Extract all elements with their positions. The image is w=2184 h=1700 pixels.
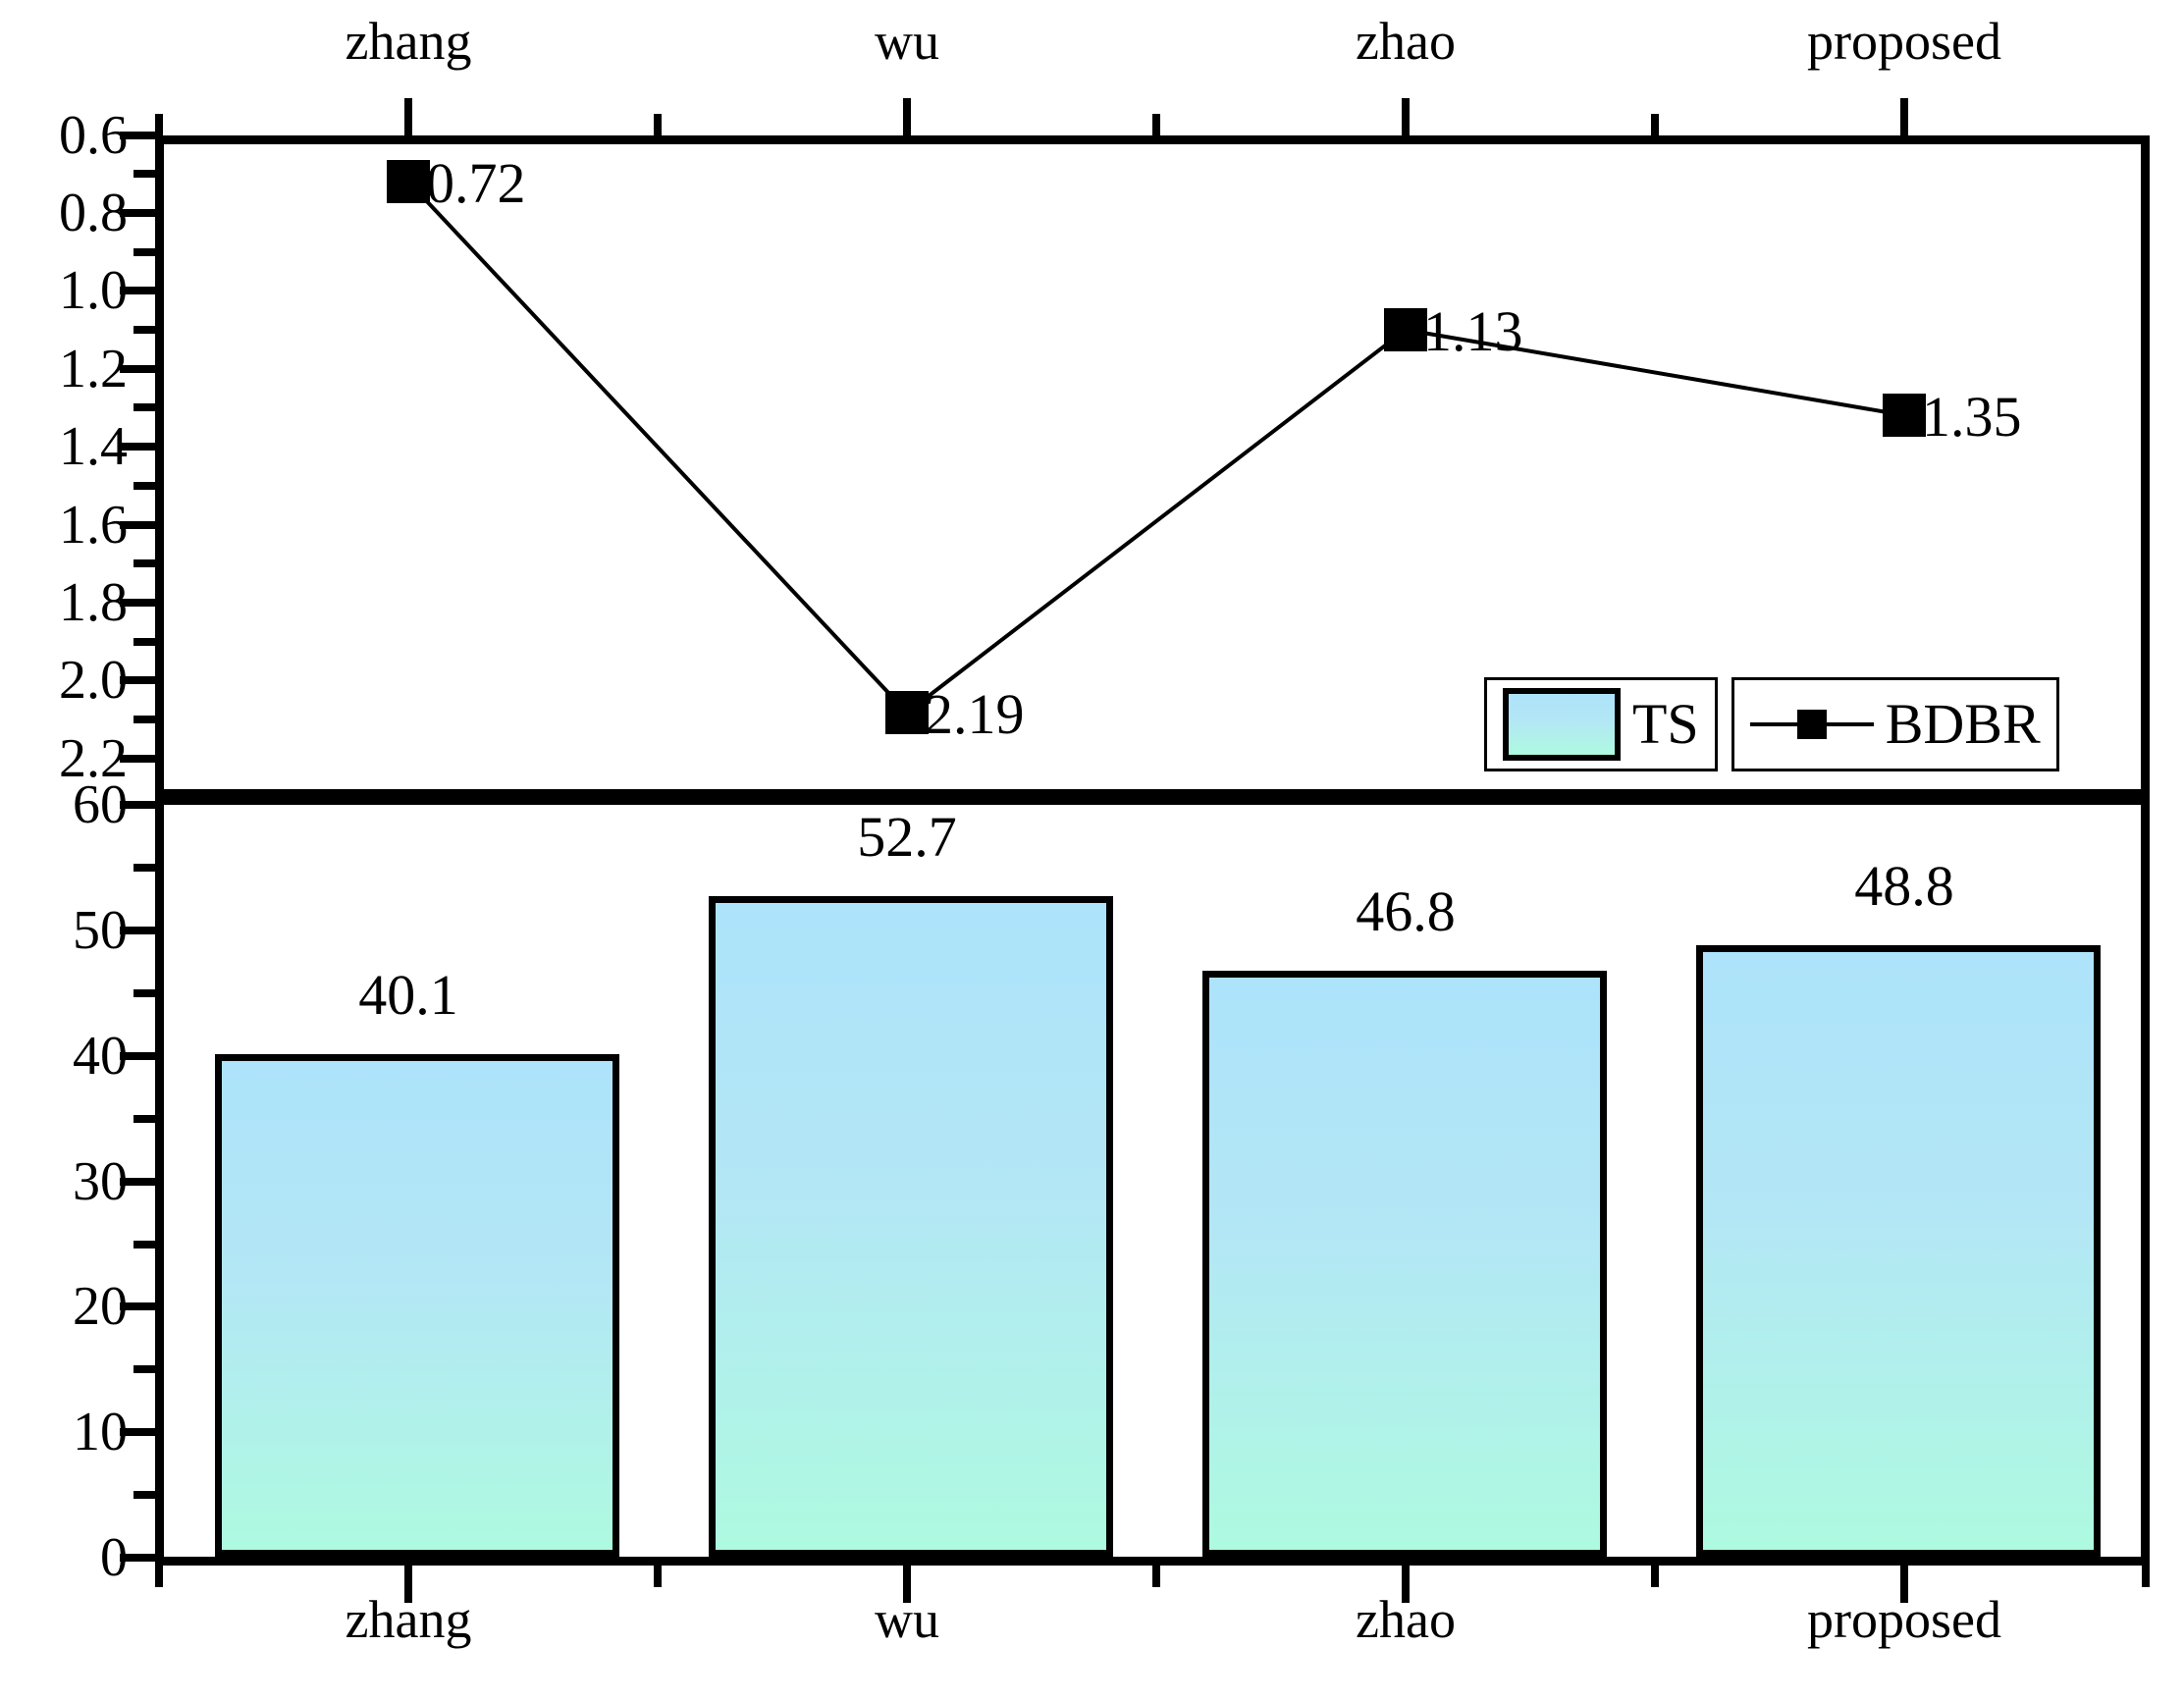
legend-entry-bdbr[interactable]: BDBR: [1731, 677, 2059, 771]
bottom-category-label-proposed: proposed: [1807, 1590, 2001, 1649]
bdbr-value-zhang: 0.72: [426, 151, 526, 215]
ytick-label-ts-40: 40: [73, 1026, 128, 1087]
ytick-label-bdbr-0: 0.6: [59, 105, 128, 166]
bar-value-proposed: 48.8: [1854, 854, 1954, 918]
bar-zhang: [215, 1054, 619, 1557]
bar-value-wu: 52.7: [857, 805, 957, 869]
top-category-label-zhang: zhang: [345, 12, 472, 71]
legend-label-bdbr: BDBR: [1885, 692, 2041, 756]
legend-entry-ts[interactable]: TS: [1484, 677, 1718, 771]
legend-label-ts: TS: [1632, 692, 1699, 756]
bottom-category-label-wu: wu: [875, 1590, 939, 1649]
ytick-label-bdbr-7: 2.0: [59, 650, 128, 711]
ytick-label-ts-10: 10: [73, 1402, 128, 1462]
ytick-label-ts-60: 60: [73, 774, 128, 835]
bdbr-value-zhao: 1.13: [1423, 299, 1523, 363]
top-panel-x-ticks: [155, 98, 1908, 135]
bar-proposed: [1696, 945, 2101, 1557]
bar-wu: [709, 896, 1113, 1557]
bdbr-value-wu: 2.19: [925, 682, 1025, 746]
ytick-label-bdbr-5: 1.6: [59, 495, 128, 556]
bottom-category-label-zhao: zhao: [1356, 1590, 1456, 1649]
bdbr-value-proposed: 1.35: [1922, 385, 2022, 449]
ytick-label-ts-30: 30: [73, 1151, 128, 1212]
top-category-label-proposed: proposed: [1807, 12, 2001, 71]
legend-swatch-ts-icon: [1503, 688, 1621, 761]
top-category-label-wu: wu: [875, 12, 939, 71]
ytick-label-bdbr-2: 1.0: [59, 260, 128, 321]
bar-value-zhao: 46.8: [1356, 879, 1456, 943]
chart-legend: TS BDBR: [1484, 677, 2059, 771]
ytick-label-ts-50: 50: [73, 900, 128, 961]
ts-panel: [155, 805, 2150, 1566]
ytick-label-bdbr-6: 1.8: [59, 572, 128, 633]
ytick-label-ts-0: 0: [100, 1527, 128, 1588]
ytick-label-ts-20: 20: [73, 1276, 128, 1337]
bar-value-zhang: 40.1: [358, 963, 458, 1027]
ytick-label-bdbr-8: 2.2: [59, 728, 128, 789]
legend-line-marker-bdbr-icon: [1749, 688, 1874, 761]
ytick-label-bdbr-4: 1.4: [59, 416, 128, 477]
top-category-label-zhao: zhao: [1356, 12, 1456, 71]
bottom-category-label-zhang: zhang: [345, 1590, 472, 1649]
ytick-label-bdbr-1: 0.8: [59, 183, 128, 243]
bar-zhao: [1202, 971, 1607, 1557]
panel-divider: [155, 789, 2150, 805]
ytick-label-bdbr-3: 1.2: [59, 339, 128, 399]
